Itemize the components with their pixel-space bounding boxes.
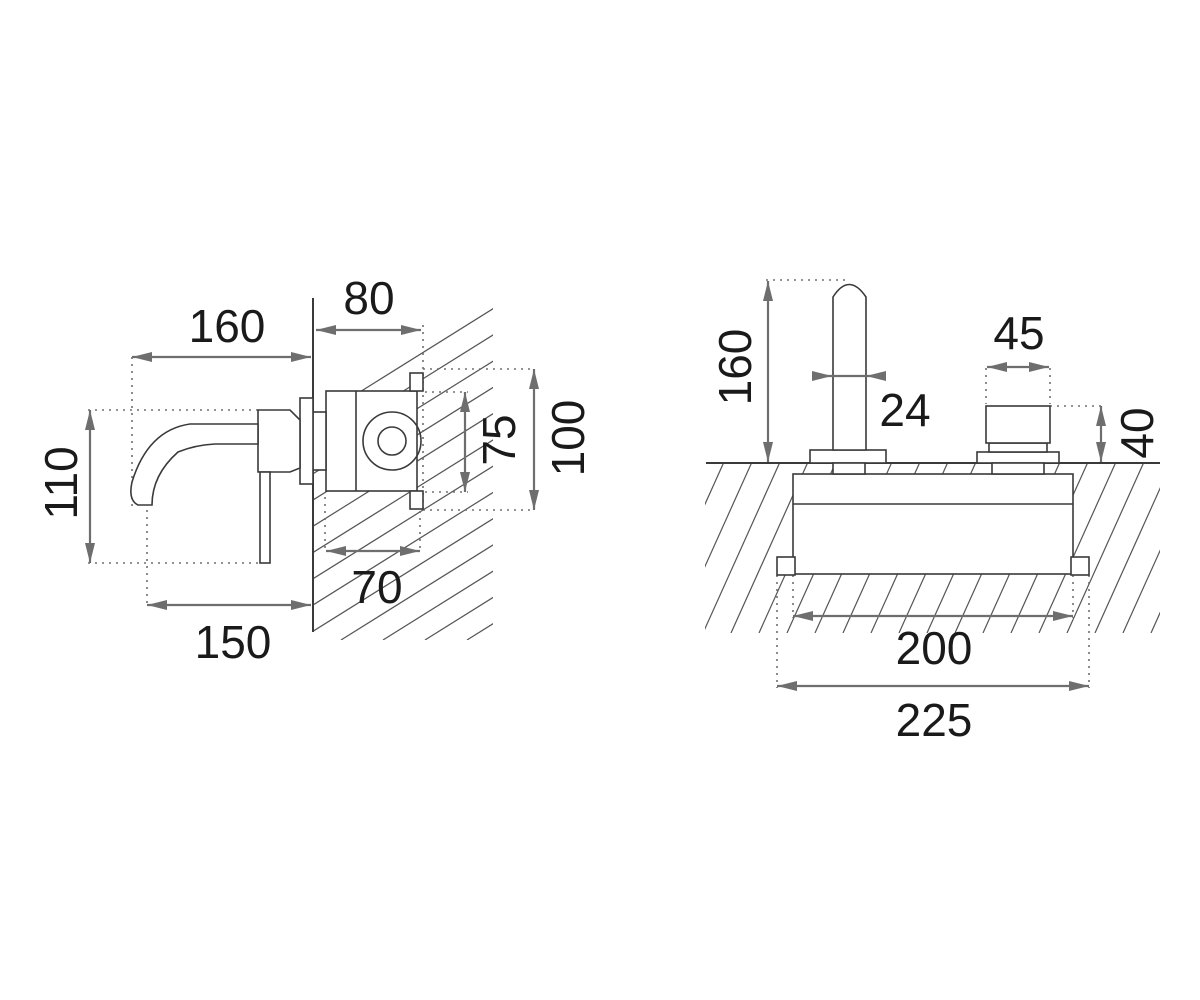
- mount-tab-left: [776, 556, 796, 576]
- handle-housing: [257, 409, 301, 473]
- hatch-line: [1038, 463, 1117, 633]
- hatch-line: [705, 463, 753, 568]
- cartridge-inner-circle: [377, 426, 407, 456]
- hatch-line: [1150, 611, 1160, 633]
- dim-label-200: 200: [896, 622, 973, 674]
- hatch-line: [1122, 549, 1160, 633]
- spout-tube: [832, 283, 867, 451]
- hatch-line: [313, 491, 493, 606]
- spout-curve: [130, 423, 259, 506]
- mount-tab-top: [409, 372, 424, 392]
- wall-plate: [312, 411, 327, 471]
- spout-base-neck: [832, 462, 866, 475]
- dimension-lines-right: [763, 281, 1106, 691]
- handle-base-neck: [991, 462, 1045, 475]
- faucet-top-body: [776, 283, 1090, 576]
- mixer-box-top: [792, 473, 1074, 575]
- hatch-line: [535, 463, 612, 633]
- dim-label-24: 24: [879, 384, 930, 436]
- collar: [299, 397, 314, 485]
- side-view: 160 80 110 75 100 70 150: [35, 272, 1200, 668]
- hatch-line: [705, 463, 725, 506]
- spout-base-plate: [809, 449, 887, 464]
- dim-label-70: 70: [351, 561, 402, 613]
- dim-label-75: 75: [473, 414, 525, 465]
- dim-label-150: 150: [195, 616, 272, 668]
- cartridge-outer-circle: [362, 411, 422, 471]
- hatch-line: [563, 463, 640, 633]
- hatch-line: [1094, 487, 1160, 633]
- hatch-line: [619, 463, 696, 633]
- hatch-line: [313, 439, 493, 554]
- hatch-line: [591, 463, 668, 633]
- hatch-line: [1066, 463, 1145, 633]
- top-view: 160 24 45 40 200 225: [535, 279, 1200, 746]
- handle-base-plate: [976, 451, 1060, 464]
- mount-tab-bottom: [409, 490, 424, 510]
- hatch-line: [313, 518, 493, 632]
- hatch-line: [719, 290, 1200, 640]
- hatch-line: [340, 544, 493, 640]
- mixer-box: [325, 390, 418, 492]
- extension-lines-right: [766, 279, 1102, 688]
- dim-label-80: 80: [343, 272, 394, 324]
- hatch-line: [705, 463, 781, 631]
- faucet-side-body: [130, 372, 424, 564]
- dim-label-40: 40: [1111, 407, 1163, 458]
- dim-label-160-right: 160: [709, 329, 761, 406]
- handle-lever: [259, 471, 271, 564]
- hatch-line: [593, 290, 1153, 640]
- dim-label-110: 110: [35, 446, 87, 519]
- hatch-line: [761, 290, 1200, 640]
- hatch-line: [313, 334, 493, 449]
- hatch-line: [382, 570, 493, 640]
- mount-tab-right: [1070, 556, 1090, 576]
- dim-label-160-left: 160: [189, 300, 266, 352]
- dimension-lines-left: [85, 325, 539, 610]
- dim-label-100: 100: [542, 400, 594, 477]
- hatch-line: [1179, 463, 1200, 633]
- handle-collar: [988, 442, 1048, 453]
- handle-knob: [985, 405, 1051, 444]
- hatch-line: [313, 308, 493, 422]
- dim-label-225: 225: [896, 694, 973, 746]
- dim-label-45: 45: [993, 307, 1044, 359]
